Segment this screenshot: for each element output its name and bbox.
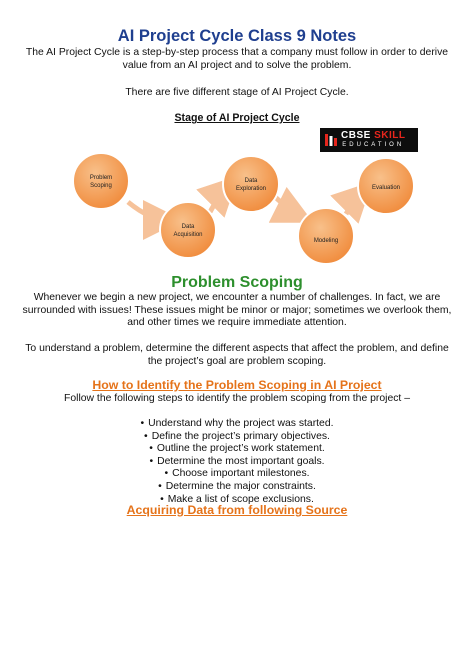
list-item: •Understand why the project was started. [0,418,474,431]
logo-word-cbse: CBSE [341,130,371,141]
paragraph-line: and other times we require immediate att… [127,317,347,329]
logo-subline: EDUCATION [342,142,405,148]
stage-label: Exploration [236,186,266,192]
page-title: AI Project Cycle Class 9 Notes [117,27,357,45]
intro-paragraph: The AI Project Cycle is a step-by-step p… [20,47,454,72]
step-text: Understand why the project was started. [148,418,334,429]
step-text: Define the project’s primary objectives. [151,430,330,442]
paragraph-line: To understand a problem, determine the d… [25,343,449,354]
bullet-icon: • [140,418,145,429]
intro-line: The AI Project Cycle is a step-by-step p… [25,47,449,58]
stage-evaluation: Evaluation [357,157,415,215]
bullet-icon: • [158,480,162,492]
bullet-icon: • [149,455,154,467]
stage-data-exploration: Data Exploration [222,155,280,213]
list-item: •Make a list of scope exclusions. [0,494,474,507]
bullet-icon: • [164,468,169,480]
paragraph-line: Whenever we begin a new project, we enco… [33,292,441,303]
stages-count-text: There are five different stage of AI Pro… [125,87,349,98]
diagram-title: Stage of AI Project Cycle [174,112,300,124]
step-text: Determine the major constraints. [165,480,316,492]
stage-label: Problem [90,175,112,181]
step-text: Make a list of scope exclusions. [167,493,314,505]
stage-modeling: Modeling [297,207,355,265]
stage-label: Data [182,224,195,230]
bullet-icon: • [144,430,148,442]
bullet-icon: • [160,493,164,505]
understand-problem-paragraph: To understand a problem, determine the d… [18,343,456,368]
steps-list: •Understand why the project was started.… [0,418,474,506]
paragraph-line: the project’s goal are problem scoping. [147,355,327,367]
list-item: •Outline the project’s work statement. [0,443,474,456]
stage-label: Data [245,178,258,184]
stage-label: Scoping [90,183,112,189]
cbse-skill-logo: CBSE SKILL EDUCATION [320,128,418,152]
list-item: •Determine the most important goals. [0,456,474,469]
intro-line: value from an AI project and to solve th… [122,59,352,71]
problem-scoping-paragraph: Whenever we begin a new project, we enco… [18,292,456,330]
stage-label: Evaluation [372,185,400,191]
list-item: •Determine the major constraints. [0,481,474,494]
list-item: •Choose important milestones. [0,468,474,481]
paragraph-line: surrounded with issues! These issues mig… [22,304,452,316]
list-item: •Define the project’s primary objectives… [0,431,474,444]
section-heading-problem-scoping: Problem Scoping [171,274,303,291]
logo-word-skill: SKILL [374,130,406,141]
stage-problem-scoping: Problem Scoping [72,152,130,210]
stage-label: Acquisition [173,232,202,238]
step-text: Outline the project’s work statement. [156,443,325,455]
bullet-icon: • [149,443,153,455]
follow-steps-text: Follow the following steps to identify t… [64,393,410,404]
stage-data-acquisition: Data Acquisition [159,201,217,259]
step-text: Choose important milestones. [172,468,310,480]
logo-text: CBSE SKILL EDUCATION [341,131,405,149]
ai-project-cycle-diagram: Problem Scoping Data Acquisition Data Ex… [72,152,415,265]
stage-label: Modeling [314,238,338,244]
acquiring-data-heading-link[interactable]: Acquiring Data from following Source [126,503,348,517]
step-text: Determine the most important goals. [157,455,325,467]
logo-icon [325,134,337,146]
identify-heading-link[interactable]: How to Identify the Problem Scoping in A… [92,378,382,392]
